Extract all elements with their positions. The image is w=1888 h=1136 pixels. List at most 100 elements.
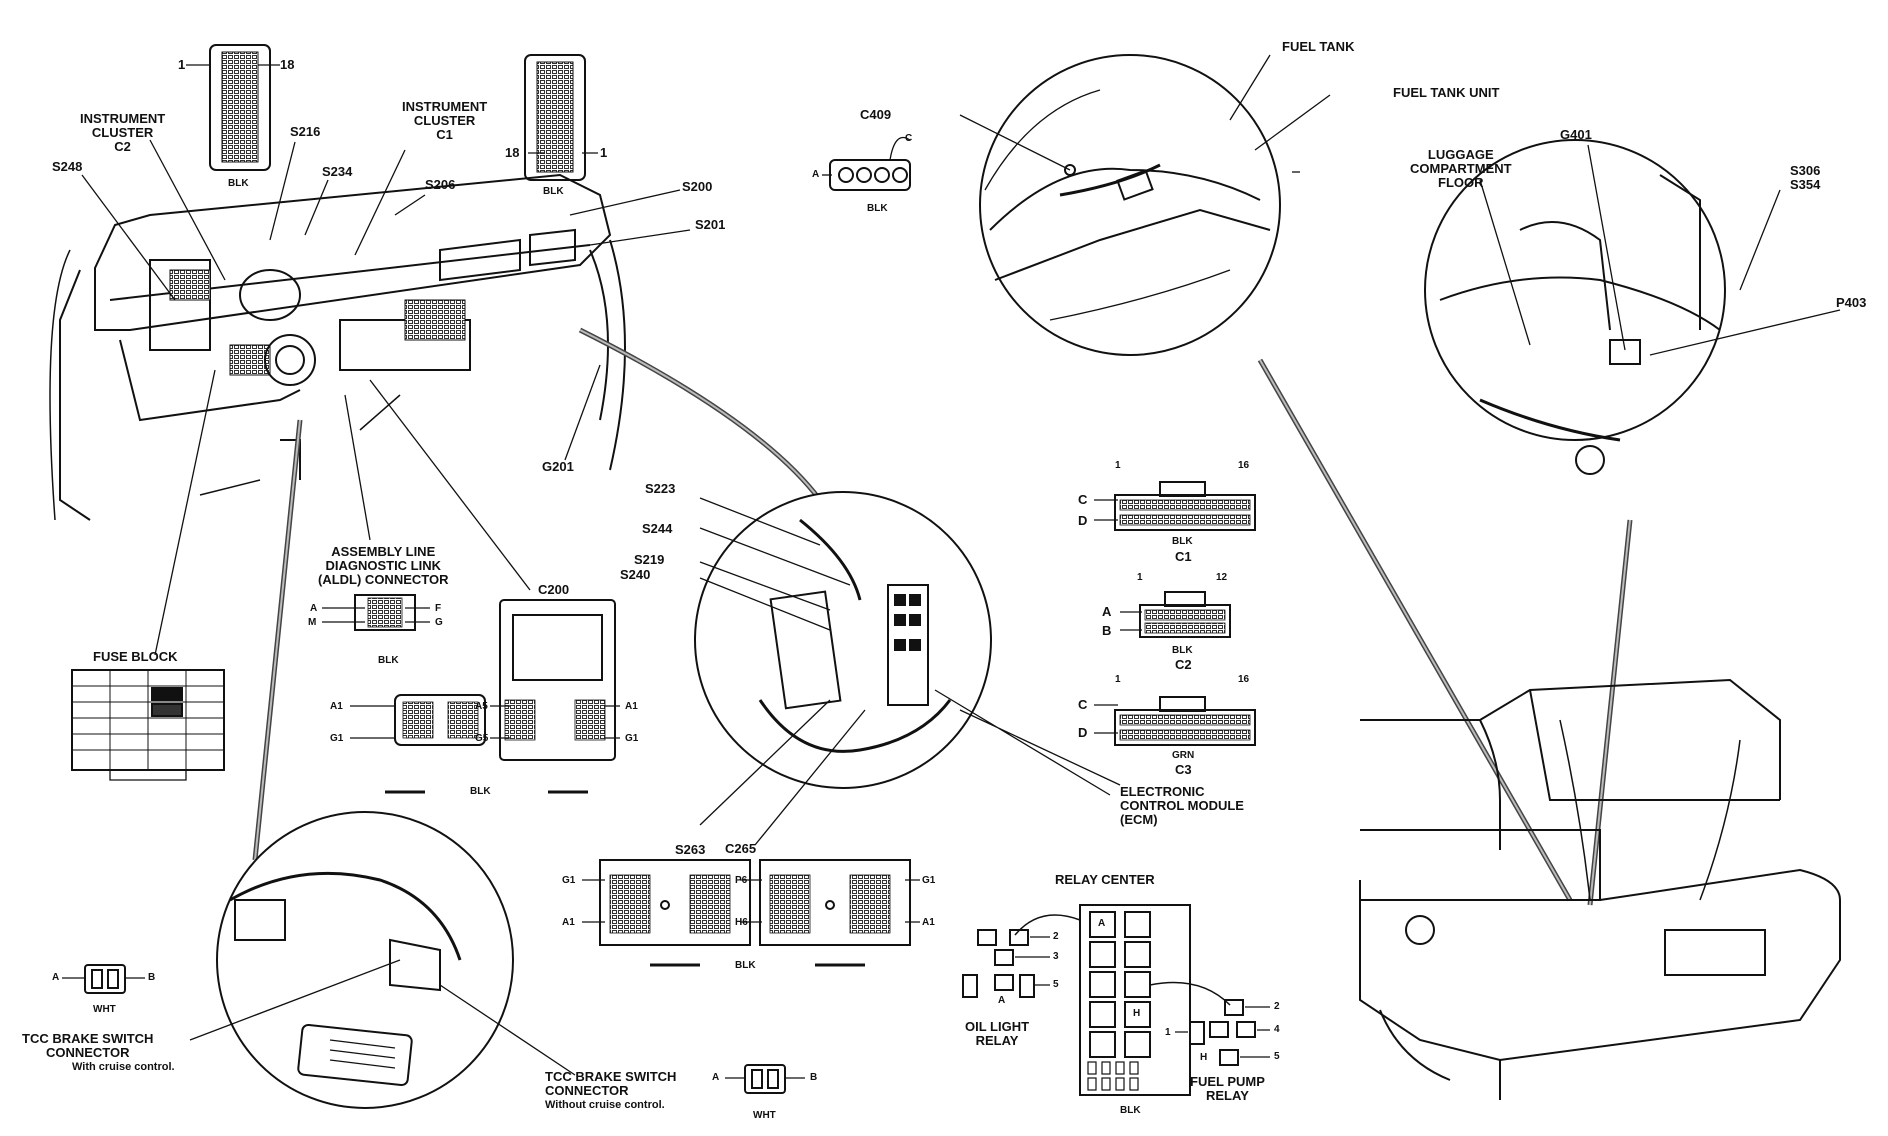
label-c265-pin-a1-right: A1	[922, 917, 935, 928]
label-c2: C2	[1175, 657, 1192, 672]
label-c1-pin-16: 16	[1238, 460, 1250, 471]
label-fp-pin-5: 5	[1274, 1051, 1280, 1062]
label-tcc-right-pin-a: A	[712, 1072, 720, 1083]
label-c200-pin-g1-right: G1	[625, 733, 639, 744]
label-pin-1-top: 1	[178, 57, 186, 72]
label-tcc-with-cruise-note: With cruise control.	[72, 1061, 175, 1073]
label-c200-pin-g5: G5	[475, 733, 489, 744]
label-grn-c3: GRN	[1172, 750, 1195, 761]
label-c2-pin-b: B	[1102, 623, 1112, 638]
ecm-detail	[694, 491, 992, 789]
label-s248: S248	[52, 159, 83, 174]
label-s200: S200	[682, 179, 713, 194]
label-ecm: ELECTRONIC CONTROL MODULE (ECM)	[1120, 784, 1244, 827]
label-oil-pin-2: 2	[1053, 931, 1059, 942]
label-c2-pin-12: 12	[1216, 572, 1228, 583]
label-c1: C1	[1175, 549, 1192, 564]
label-blk-c200: BLK	[470, 786, 491, 797]
label-tcc-with-cruise: TCC BRAKE SWITCH CONNECTOR	[22, 1031, 154, 1060]
label-s306-s354: S306 S354	[1790, 163, 1821, 192]
label-fuel-tank: FUEL TANK	[1282, 39, 1355, 54]
label-tcc-left-pin-b: B	[148, 972, 156, 983]
label-s219: S219	[634, 552, 665, 567]
label-c265-pin-g1: G1	[562, 875, 576, 886]
label-s244: S244	[642, 521, 673, 536]
dash-outline	[94, 173, 612, 331]
label-s206: S206	[425, 177, 456, 192]
label-s201: S201	[695, 217, 726, 232]
label-p403: P403	[1836, 295, 1867, 310]
label-g201: G201	[542, 459, 574, 474]
label-c265-pin-g1-right: G1	[922, 875, 936, 886]
label-c265-pin-h6: H6	[735, 917, 748, 928]
label-s216: S216	[290, 124, 321, 139]
label-aldl-pin-g: G	[435, 617, 443, 628]
label-blk-c409: BLK	[867, 203, 888, 214]
label-oil-pin-3: 3	[1053, 951, 1059, 962]
tcc-brake-switch-detail	[216, 811, 514, 1109]
label-aldl: ASSEMBLY LINE DIAGNOSTIC LINK (ALDL) CON…	[318, 544, 449, 587]
label-c3-pin-16: 16	[1238, 674, 1250, 685]
label-c2-pin-1: 1	[1137, 572, 1143, 583]
label-fuse-block: FUSE BLOCK	[93, 649, 178, 664]
label-c409: C409	[860, 107, 892, 122]
label-tcc-left-pin-a: A	[52, 972, 60, 983]
label-c3-pin-c: C	[1078, 697, 1088, 712]
label-blk-relay-center: BLK	[1120, 1105, 1141, 1116]
label-blk-aldl: BLK	[378, 655, 399, 666]
label-c2-pin-a: A	[1102, 604, 1112, 619]
label-relay-center: RELAY CENTER	[1055, 872, 1155, 887]
label-tcc-without-cruise: TCC BRAKE SWITCH CONNECTOR	[545, 1069, 677, 1098]
label-oil-pin-5: 5	[1053, 979, 1059, 990]
label-oil-pin-a: A	[998, 995, 1006, 1006]
label-fp-pin-4: 4	[1274, 1024, 1280, 1035]
label-instrument-cluster-c1: INSTRUMENT CLUSTER C1	[402, 99, 488, 142]
label-wht-right: WHT	[753, 1110, 776, 1121]
label-blk-c1: BLK	[1172, 536, 1193, 547]
label-c200: C200	[538, 582, 570, 597]
label-c3-pin-d: D	[1078, 725, 1088, 740]
label-pin-1-b: 1	[600, 145, 608, 160]
label-blk-c2: BLK	[1172, 645, 1193, 656]
label-c265: C265	[725, 841, 757, 856]
label-oil-light-relay: OIL LIGHT RELAY	[965, 1019, 1030, 1048]
label-s234: S234	[322, 164, 353, 179]
label-blk-c265: BLK	[735, 960, 756, 971]
label-luggage-floor: LUGGAGE COMPARTMENT FLOOR	[1410, 147, 1512, 190]
label-c409-pin-c: C	[905, 133, 913, 144]
label-fp-pin-2: 2	[1274, 1001, 1280, 1012]
label-c200-pin-a1-right: A1	[625, 701, 638, 712]
label-c200-pin-a1: A1	[330, 701, 343, 712]
label-s240: S240	[620, 567, 651, 582]
label-s223: S223	[645, 481, 676, 496]
label-c1-pin-1: 1	[1115, 460, 1121, 471]
label-blk-cluster-c1: BLK	[543, 186, 564, 197]
label-wht-left: WHT	[93, 1004, 116, 1015]
label-fuel-pump-relay: FUEL PUMP RELAY	[1190, 1074, 1265, 1103]
label-g401: G401	[1560, 127, 1592, 142]
label-c200-pin-g1: G1	[330, 733, 344, 744]
label-aldl-pin-m: M	[308, 617, 317, 628]
label-c265-pin-p6: P6	[735, 875, 748, 886]
label-c200-pin-a5: A5	[475, 701, 488, 712]
label-c1-pin-d: D	[1078, 513, 1088, 528]
label-aldl-pin-a: A	[310, 603, 318, 614]
luggage-floor-detail	[1424, 139, 1726, 441]
label-fp-pin-1: 1	[1165, 1027, 1171, 1038]
label-pin-18-b: 18	[505, 145, 520, 160]
label-relay-center-a: A	[1098, 918, 1106, 929]
label-s263: S263	[675, 842, 706, 857]
label-relay-center-h: H	[1133, 1008, 1141, 1019]
label-fuel-tank-unit: FUEL TANK UNIT	[1393, 85, 1500, 100]
label-c265-pin-a1: A1	[562, 917, 575, 928]
label-aldl-pin-f: F	[435, 603, 442, 614]
label-tcc-without-cruise-note: Without cruise control.	[545, 1099, 665, 1111]
label-c409-pin-a: A	[812, 169, 820, 180]
label-tcc-right-pin-b: B	[810, 1072, 818, 1083]
label-fp-pin-h: H	[1200, 1052, 1208, 1063]
label-c3: C3	[1175, 762, 1192, 777]
fuel-tank-detail	[979, 54, 1281, 356]
label-c3-pin-1: 1	[1115, 674, 1121, 685]
